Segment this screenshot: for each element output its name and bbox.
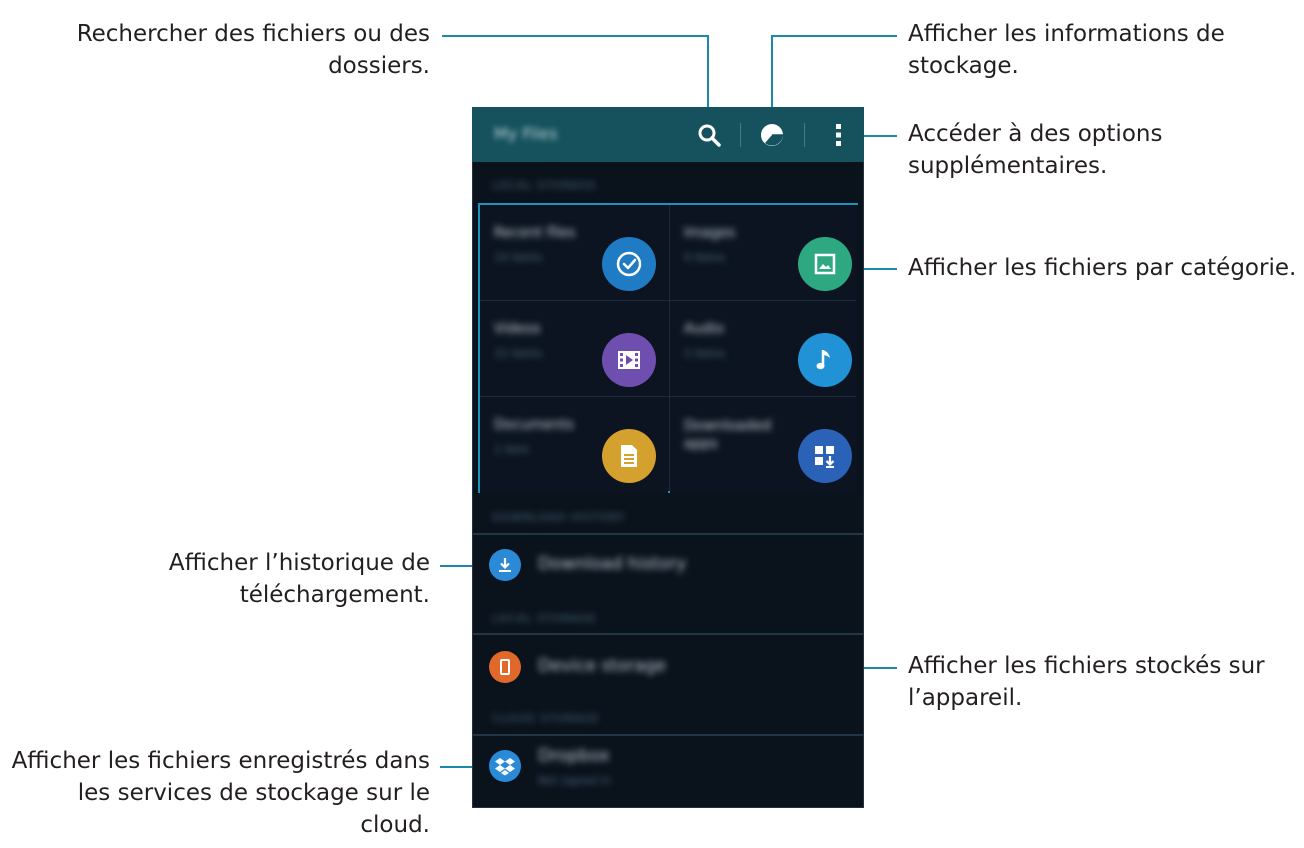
action-bar-separator (740, 123, 741, 147)
leader-line-more-options (845, 135, 897, 137)
download-icon (489, 549, 521, 581)
more-options-icon[interactable] (825, 121, 853, 149)
leader-line-search (442, 35, 709, 37)
section-header-cloud: CLOUD STORAGE (492, 712, 600, 725)
annotation-cloud: Afficher les fichiers enregistrés dans l… (11, 748, 430, 838)
row-device-storage[interactable]: Device storage (472, 635, 864, 699)
category-images[interactable]: Images 0 items (670, 205, 858, 301)
category-audio[interactable]: Audio 2 items (670, 301, 858, 397)
row-download-history[interactable]: Download history (472, 535, 864, 595)
row-divider (472, 734, 864, 736)
annotation-search: Rechercher des fichiers ou des dossiers. (76, 21, 430, 79)
leader-line-cloud (440, 766, 490, 768)
grid-divider (669, 205, 670, 491)
annotation-more-options: Accéder à des options supplémentaires. (908, 121, 1163, 179)
category-downloaded-apps[interactable]: Downloaded apps (670, 397, 858, 493)
image-icon (798, 237, 852, 291)
search-icon[interactable] (695, 121, 723, 149)
annotation-categories: Afficher les fichiers par catégorie. (908, 255, 1297, 281)
category-documents[interactable]: Documents 1 item (480, 397, 668, 493)
document-icon (602, 429, 656, 483)
grid-divider (480, 396, 856, 397)
phone-screen: My Files LOCAL STORAGE (472, 107, 864, 808)
annotation-device-storage: Afficher les fichiers stockés sur l’appa… (908, 653, 1265, 711)
dropbox-icon (489, 750, 521, 782)
leader-line-download-history (440, 565, 490, 567)
annotation-download-history: Afficher l’historique de téléchargement. (168, 550, 430, 608)
action-bar: My Files (472, 107, 864, 162)
row-dropbox[interactable]: Dropbox Not signed in (472, 736, 864, 808)
category-videos[interactable]: Videos 12 items (480, 301, 668, 397)
leader-line-search-vertical (707, 35, 709, 117)
clock-icon (602, 237, 656, 291)
section-header-downloads: DOWNLOAD HISTORY (492, 511, 626, 524)
row-divider (472, 533, 864, 535)
category-recent-files[interactable]: Recent files 14 items (480, 205, 668, 301)
section-header-categories: LOCAL STORAGE (492, 179, 597, 192)
storage-pie-chart-icon[interactable] (758, 121, 786, 149)
phone-icon (489, 651, 521, 683)
leader-line-storage-info (771, 35, 897, 37)
app-title: My Files (494, 124, 558, 143)
annotation-storage-info: Afficher les informations de stockage. (908, 21, 1225, 79)
section-header-local: LOCAL STORAGE (492, 612, 597, 625)
grid-divider (480, 300, 856, 301)
row-divider (472, 633, 864, 635)
leader-line-storage-info-vertical (771, 35, 773, 117)
music-note-icon (798, 333, 852, 387)
app-download-icon (798, 429, 852, 483)
leader-line-categories (858, 268, 897, 270)
video-icon (602, 333, 656, 387)
action-bar-separator (804, 123, 805, 147)
category-grid: Recent files 14 items Images 0 items Vid… (478, 203, 858, 493)
